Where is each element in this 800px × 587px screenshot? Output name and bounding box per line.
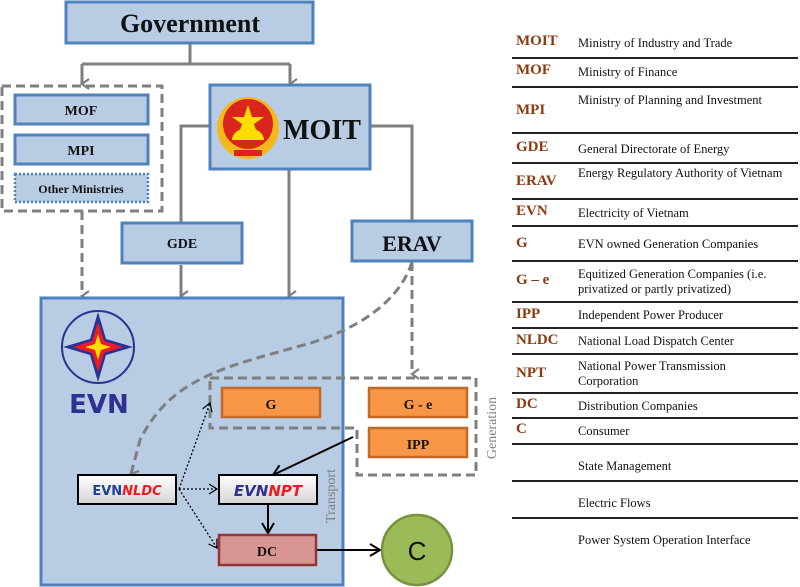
legend-row: IPP Independent Power Producer <box>512 303 798 329</box>
npt-box: EVNNPT <box>218 474 318 505</box>
legend-desc: General Directorate of Energy <box>578 142 730 156</box>
mpi-label: MPI <box>67 144 94 159</box>
legend-abbr: MOIT <box>516 33 558 49</box>
legend-row: C Consumer <box>512 419 798 445</box>
generation-to-npt-arrow <box>271 436 354 478</box>
legend-abbr: G – e <box>516 272 550 288</box>
legend-abbr: C <box>516 421 527 437</box>
dc-label: DC <box>257 545 277 560</box>
npt-prefix: EVN <box>234 482 269 500</box>
nldc-to-g-arrow <box>178 401 213 490</box>
legend-row: Electric Flows <box>512 482 798 519</box>
legend-row: ERAV Energy Regulatory Authority of Viet… <box>512 164 798 200</box>
moit-label: MOIT <box>283 115 361 146</box>
generation-group-outline <box>208 376 478 477</box>
svg-text:EVNNPT: EVNNPT <box>234 482 304 500</box>
ministries-group: MOF MPI Other Ministries <box>0 84 164 213</box>
legend-desc: Power System Operation Interface <box>578 533 751 547</box>
evn-logo-icon <box>61 310 135 384</box>
legend-abbr: DC <box>516 396 538 412</box>
legend-abbr: GDE <box>516 139 549 155</box>
legend-desc: Independent Power Producer <box>578 308 724 322</box>
g-e-label: G - e <box>404 398 433 413</box>
legend-desc: State Management <box>578 459 672 473</box>
legend-abbr: EVN <box>516 203 548 219</box>
legend-desc: EVN owned Generation Companies <box>578 237 759 251</box>
consumer-node: C <box>380 513 454 587</box>
nldc-suffix: NLDC <box>122 484 162 499</box>
consumer-label: C <box>408 536 427 566</box>
nldc-box: EVNNLDC <box>77 474 177 505</box>
legend-row: NLDC National Load Dispatch Center <box>512 329 798 355</box>
vietnam-emblem-icon <box>217 97 279 159</box>
legend-abbr: G <box>516 235 528 251</box>
legend-desc: Electric Flows <box>578 496 651 510</box>
legend-row: Power System Operation Interface <box>512 519 798 559</box>
g-box: G <box>220 386 322 419</box>
gde-box: GDE <box>120 221 244 265</box>
legend-row: MOF Ministry of Finance <box>512 59 798 88</box>
other-ministries-box <box>13 172 150 204</box>
g-label: G <box>266 398 277 413</box>
svg-text:EVNNLDC: EVNNLDC <box>92 484 162 499</box>
legend-row: G EVN owned Generation Companies <box>512 227 798 262</box>
other-ministries-label: Other Ministries <box>38 182 124 196</box>
erav-box: ERAV <box>350 219 474 263</box>
moit-to-erav-line <box>370 124 414 222</box>
nldc-prefix: EVN <box>92 484 122 499</box>
legend-row: NPT National Power Transmission Corporat… <box>512 355 798 394</box>
legend-desc: Electricity of Vietnam <box>578 206 689 220</box>
legend-row: MOIT Ministry of Industry and Trade <box>512 28 798 59</box>
legend-desc: Consumer <box>578 424 630 438</box>
legend-desc: Distribution Companies <box>578 399 698 413</box>
legend-abbr: MPI <box>516 102 546 118</box>
legend-desc: Energy Regulatory Authority of Vietnam <box>578 166 783 180</box>
legend-row: EVN Electricity of Vietnam <box>512 200 798 227</box>
erav-to-nldc-arrow <box>129 261 414 482</box>
legend-desc: Ministry of Planning and Investment <box>578 93 763 107</box>
npt-suffix: NPT <box>268 482 304 500</box>
legend-row: GDE General Directorate of Energy <box>512 134 798 164</box>
ipp-box: IPP <box>367 426 469 459</box>
ipp-label: IPP <box>407 438 430 453</box>
gov-to-split-line <box>82 43 290 66</box>
state-management-arrows <box>80 43 414 302</box>
legend-abbr: MOF <box>516 62 551 78</box>
legend-desc: Ministry of Industry and Trade <box>578 36 733 50</box>
legend-row: State Management <box>512 445 798 482</box>
legend-abbr: ERAV <box>516 173 557 189</box>
operation-interface-arrows <box>178 401 219 549</box>
government-label: Government <box>120 9 260 38</box>
generation-label: Generation <box>485 397 500 459</box>
legend-row: MPI Ministry of Planning and Investment <box>512 88 798 134</box>
gde-label: GDE <box>167 237 197 252</box>
g-e-box: G - e <box>367 386 469 419</box>
transport-label: Transport <box>324 469 339 523</box>
moit-box: MOIT <box>208 83 372 171</box>
government-box: Government <box>64 0 315 45</box>
legend-abbr: NLDC <box>516 332 559 348</box>
dc-box: DC <box>217 533 318 567</box>
legend-row: G – e Equitized Generation Companies (i.… <box>512 262 798 303</box>
legend-abbr: NPT <box>516 365 546 381</box>
mof-label: MOF <box>65 104 98 119</box>
legend-abbr: IPP <box>516 306 541 322</box>
legend-desc: Equitized Generation Companies (i.e. pri… <box>578 267 767 296</box>
erav-label: ERAV <box>382 231 442 256</box>
evn-logo-text: EVN <box>69 390 129 420</box>
mpi-box <box>13 133 150 166</box>
legend-desc: National Load Dispatch Center <box>578 334 734 348</box>
legend-desc: Ministry of Finance <box>578 65 678 79</box>
legend-desc: National Power Transmission Corporation <box>578 359 726 388</box>
legend-row: DC Distribution Companies <box>512 394 798 419</box>
mof-box <box>13 93 150 126</box>
moit-to-gde-line <box>179 124 210 222</box>
